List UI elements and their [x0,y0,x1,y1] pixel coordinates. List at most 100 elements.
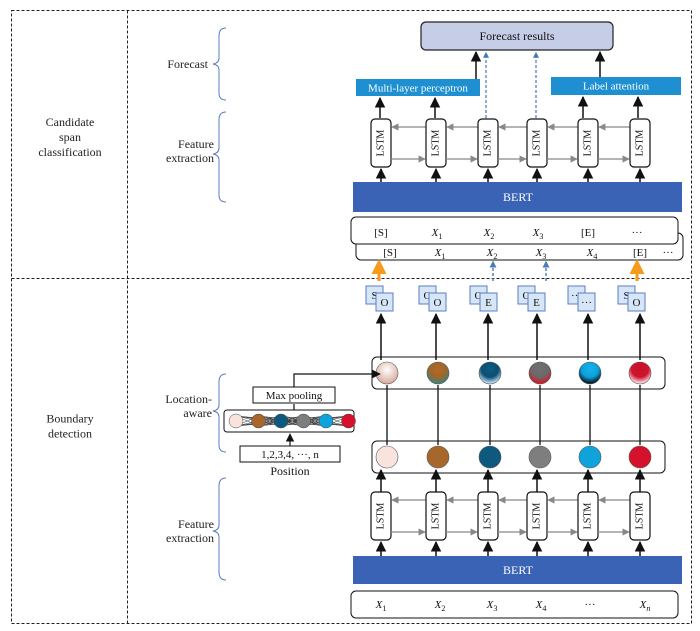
feature-circle [528,445,552,469]
feature-circle [578,445,602,469]
lstm-cell: LSTM [577,491,599,541]
token-front: X2 [483,227,495,241]
tag-pair: SO [617,285,646,312]
lstm-cell: LSTM [629,118,651,168]
token-front: [S] [374,227,387,239]
svg-text:O: O [633,297,641,309]
forecast-results-label: Forecast results [480,29,555,43]
label-attention-label: Label attention [583,81,650,93]
forecast-results-box: Forecast results [420,21,614,51]
position-circle [318,413,334,429]
feature-circle [478,445,502,469]
svg-text:LSTM: LSTM [531,130,542,157]
token-back: X4 [586,247,598,261]
section-braces [212,27,227,581]
svg-text:LSTM: LSTM [582,130,593,157]
lstm-cell: LSTM [577,118,599,168]
tag-pair: SO [365,285,394,312]
feature-circle [375,445,399,469]
svg-text:···: ··· [571,290,582,302]
svg-text:LSTM: LSTM [482,130,493,157]
token-front: [E] [581,227,595,239]
lstm-cell: LSTM [425,118,447,168]
position-sequence: 1,2,3,4, ···, n [261,449,319,461]
lstm-cell: LSTM [370,491,392,541]
token-back: X2 [486,247,498,261]
svg-text:LSTM: LSTM [375,130,386,157]
lstm-cell: LSTM [526,491,548,541]
token-front: ··· [632,227,643,239]
svg-text:LSTM: LSTM [375,503,386,530]
lstm-cell: LSTM [425,491,447,541]
forecast-arrows [374,50,644,118]
svg-text:O: O [381,297,389,309]
layout-frame [11,10,692,624]
svg-text:S: S [623,290,629,302]
location-circle [375,361,399,385]
tag-pair: ······ [567,285,596,312]
token-input: ··· [585,599,596,611]
label-attention-box: Label attention [551,77,681,95]
location-circle [528,361,552,385]
location-circle [578,361,602,385]
svg-text:LSTM: LSTM [531,503,542,530]
token-front: X3 [532,227,544,241]
svg-text:E: E [533,297,540,309]
svg-text:LSTM: LSTM [430,130,441,157]
lstm-row-top: LSTM LSTM LSTM LSTM LSTM LSTM [370,118,651,168]
location-circle [628,361,652,385]
svg-text:···: ··· [581,297,592,309]
svg-text:LSTM: LSTM [582,503,593,530]
tag-pair: OE [517,285,546,312]
svg-text:E: E [485,297,492,309]
svg-text:LSTM: LSTM [634,130,645,157]
svg-text:S: S [371,290,377,302]
token-input: X1 [375,599,387,613]
svg-text:O: O [424,290,432,302]
bert-block-top: BERT [353,182,682,212]
tag-pair: OE [469,285,498,312]
mlp-label: Multi-layer perceptron [368,83,468,95]
token-back: X1 [434,247,446,261]
vertical-flow-arrows [375,167,646,556]
feature-circle [426,445,450,469]
mlp-box: Multi-layer perceptron [356,79,480,96]
position-circle [228,413,244,429]
lstm-cell: LSTM [526,118,548,168]
svg-text:O: O [434,297,442,309]
location-circle [426,361,450,385]
position-circle [296,413,311,429]
feature-circle [628,445,652,469]
svg-text:O: O [475,290,483,302]
location-aware-circles [371,356,666,474]
forecast-dashed-arrows [483,51,539,118]
token-front: X1 [431,227,443,241]
token-input: X3 [486,599,498,613]
position-encoding-block: Max pooling 1,2,3,4, ···, n Position [223,369,381,478]
token-input: X2 [434,599,446,613]
svg-text:LSTM: LSTM [634,503,645,530]
token-back: ··· [663,247,674,259]
svg-text:LSTM: LSTM [482,503,493,530]
lstm-cell: LSTM [477,118,499,168]
token-back: [S] [383,247,396,259]
position-label: Position [270,464,309,478]
lstm-row-bottom: LSTM LSTM LSTM LSTM LSTM LSTM [370,491,651,541]
location-circle [478,361,502,385]
position-circle [341,413,356,429]
tag-pair: OO [418,285,447,312]
lstm-cell: LSTM [477,491,499,541]
lstm-cell: LSTM [629,491,651,541]
max-pooling-label: Max pooling [266,390,323,402]
lstm-cell: LSTM [370,118,392,168]
token-input: X4 [535,599,547,613]
sublabel-forecast: Forecast [167,57,208,71]
